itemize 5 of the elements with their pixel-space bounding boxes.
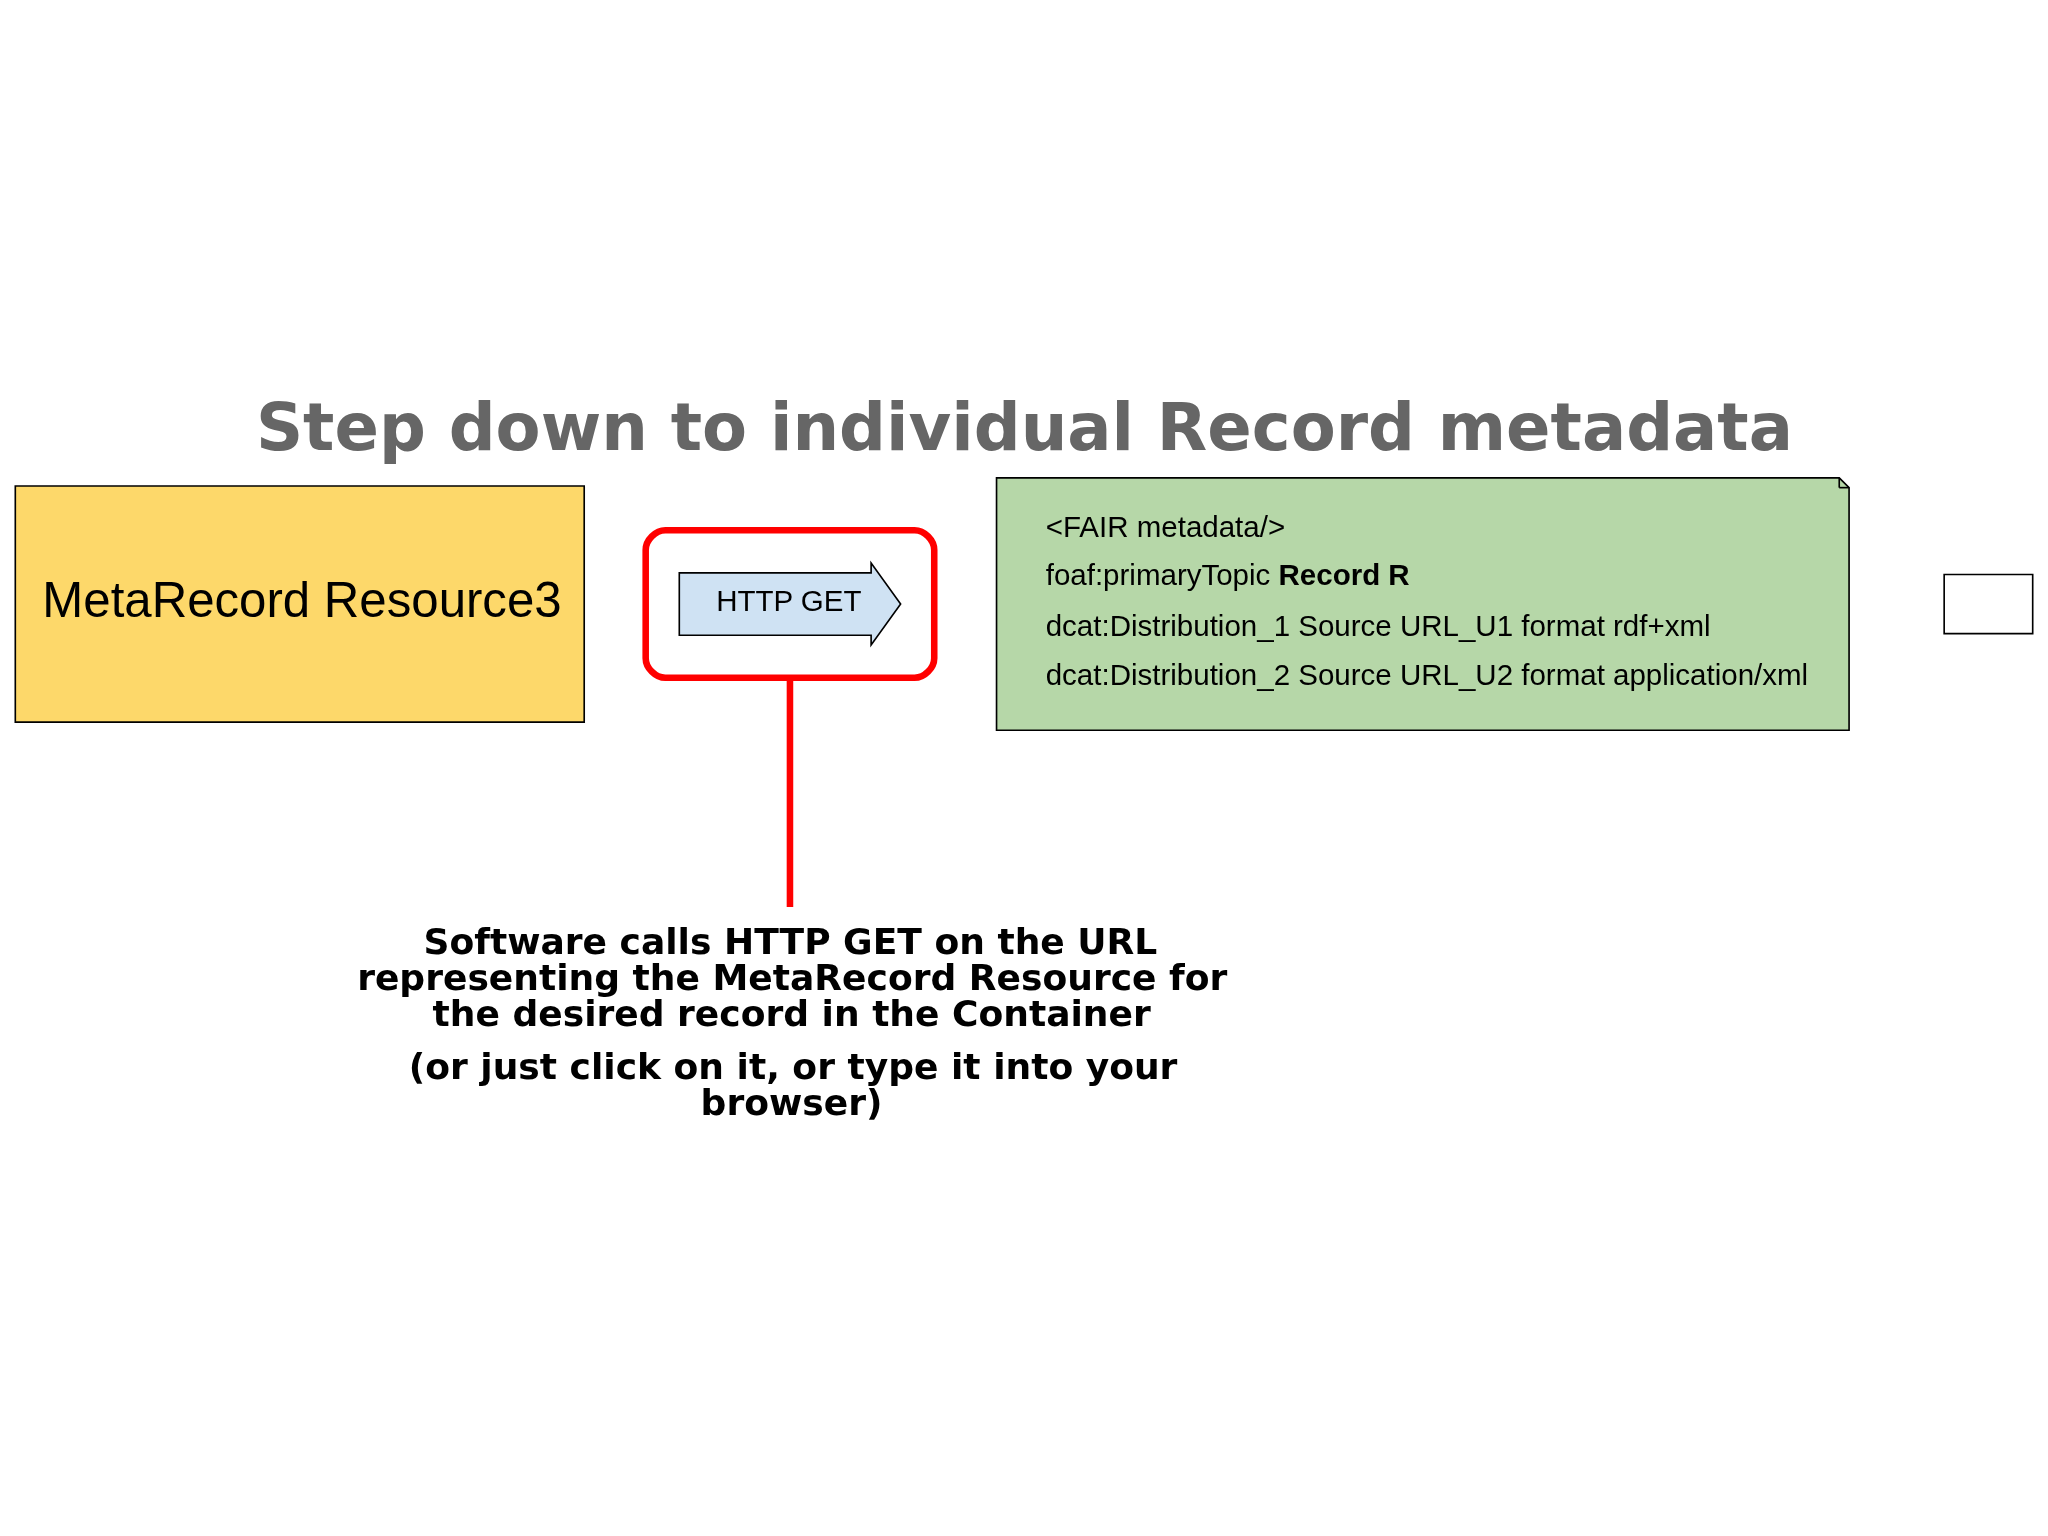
node-box: [1943, 573, 2034, 635]
cluster: [642, 527, 938, 682]
diagram-title: Step down to individual Record metadata: [255, 388, 1793, 465]
node-box: MetaRecord Resource3: [14, 485, 586, 723]
node-text: Software calls HTTP GET on the URL representing the MetaRecord Resource for the desired record in the Container (or just click on it, or type it into your browser): [357, 921, 1228, 1124]
